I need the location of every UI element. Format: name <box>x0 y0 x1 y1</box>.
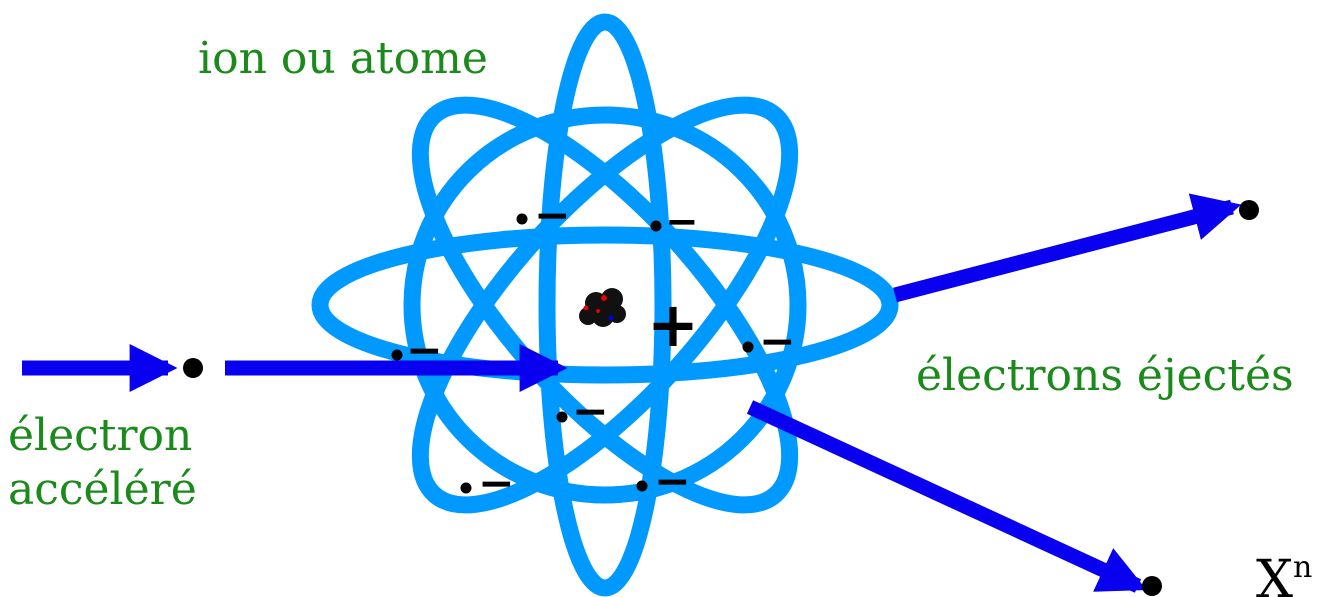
minus-charge: − <box>406 325 443 376</box>
incoming-electron-label-line1: électron <box>8 410 192 461</box>
nucleus <box>579 288 626 327</box>
ion-symbol-letter: X <box>1256 550 1293 597</box>
ejected-electron-2 <box>1142 576 1162 596</box>
incoming-electron <box>183 358 203 378</box>
ion-charge-superscript: n <box>1293 550 1312 585</box>
ion-symbol: Xn <box>1256 550 1312 597</box>
minus-charge: − <box>478 458 515 509</box>
minus-charge: − <box>759 316 796 367</box>
incoming-electron-label-line2: accéléré <box>8 464 197 515</box>
ejected-electrons-label: électrons éjectés <box>916 350 1294 401</box>
ejected-arrow-2 <box>750 407 1138 586</box>
atom-label: ion ou atome <box>198 33 488 84</box>
minus-charge: − <box>572 386 609 437</box>
minus-charge: − <box>654 456 691 507</box>
minus-charge: − <box>534 190 571 241</box>
ejected-arrow-1 <box>895 207 1232 295</box>
minus-charge: − <box>665 199 699 245</box>
ejected-electron-1 <box>1239 200 1259 220</box>
plus-charge: + <box>647 288 699 361</box>
